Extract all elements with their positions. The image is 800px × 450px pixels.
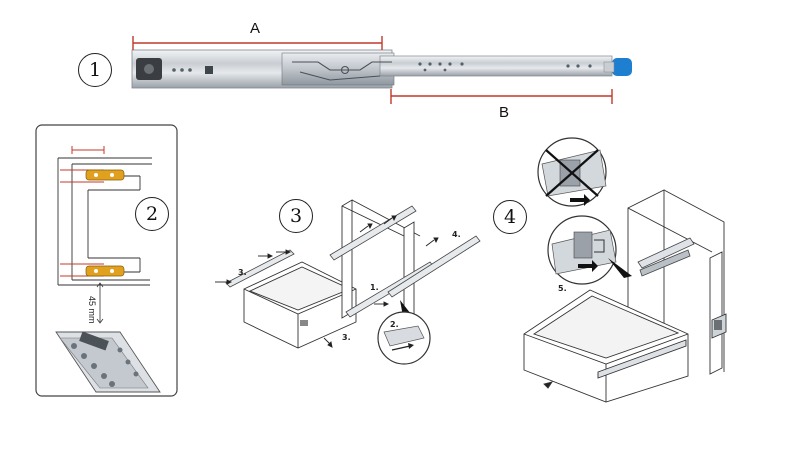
panel-3-label: 2. — [390, 320, 399, 329]
dimension-a-label: A — [250, 20, 261, 37]
panel-3-drawer — [243, 261, 357, 349]
step-number-1: 1 — [78, 53, 112, 87]
step-number-2: 2 — [135, 197, 169, 231]
panel-4-drawer — [523, 289, 689, 403]
panel-2-measure-label: 45 mm — [87, 296, 97, 324]
panel-4-zoom-bottom — [547, 215, 632, 285]
step-number-3: 3 — [279, 199, 313, 233]
bracket-top — [85, 169, 125, 181]
panel-3-label: 4. — [452, 230, 461, 239]
panel-2-card — [35, 124, 178, 397]
step-number-4: 4 — [493, 200, 527, 234]
panel-3-label: 3. — [342, 333, 351, 342]
bracket-bottom — [85, 265, 125, 277]
panel-4-label: 5. — [558, 284, 567, 293]
panel-4-zoom-top — [537, 137, 607, 207]
panel-2-rail-detail — [55, 331, 161, 393]
dimension-b-label: B — [499, 104, 510, 121]
dimension-b-line — [390, 89, 613, 104]
panel-3-cabinet — [341, 199, 421, 329]
panel-3-zoom-detail — [377, 300, 431, 365]
panel-3-label: 3. — [238, 268, 247, 277]
panel-4-rail — [637, 237, 695, 277]
dimension-a-line — [132, 36, 383, 50]
panel-1-slide — [131, 49, 632, 89]
panel-3-label: 1. — [370, 283, 379, 292]
